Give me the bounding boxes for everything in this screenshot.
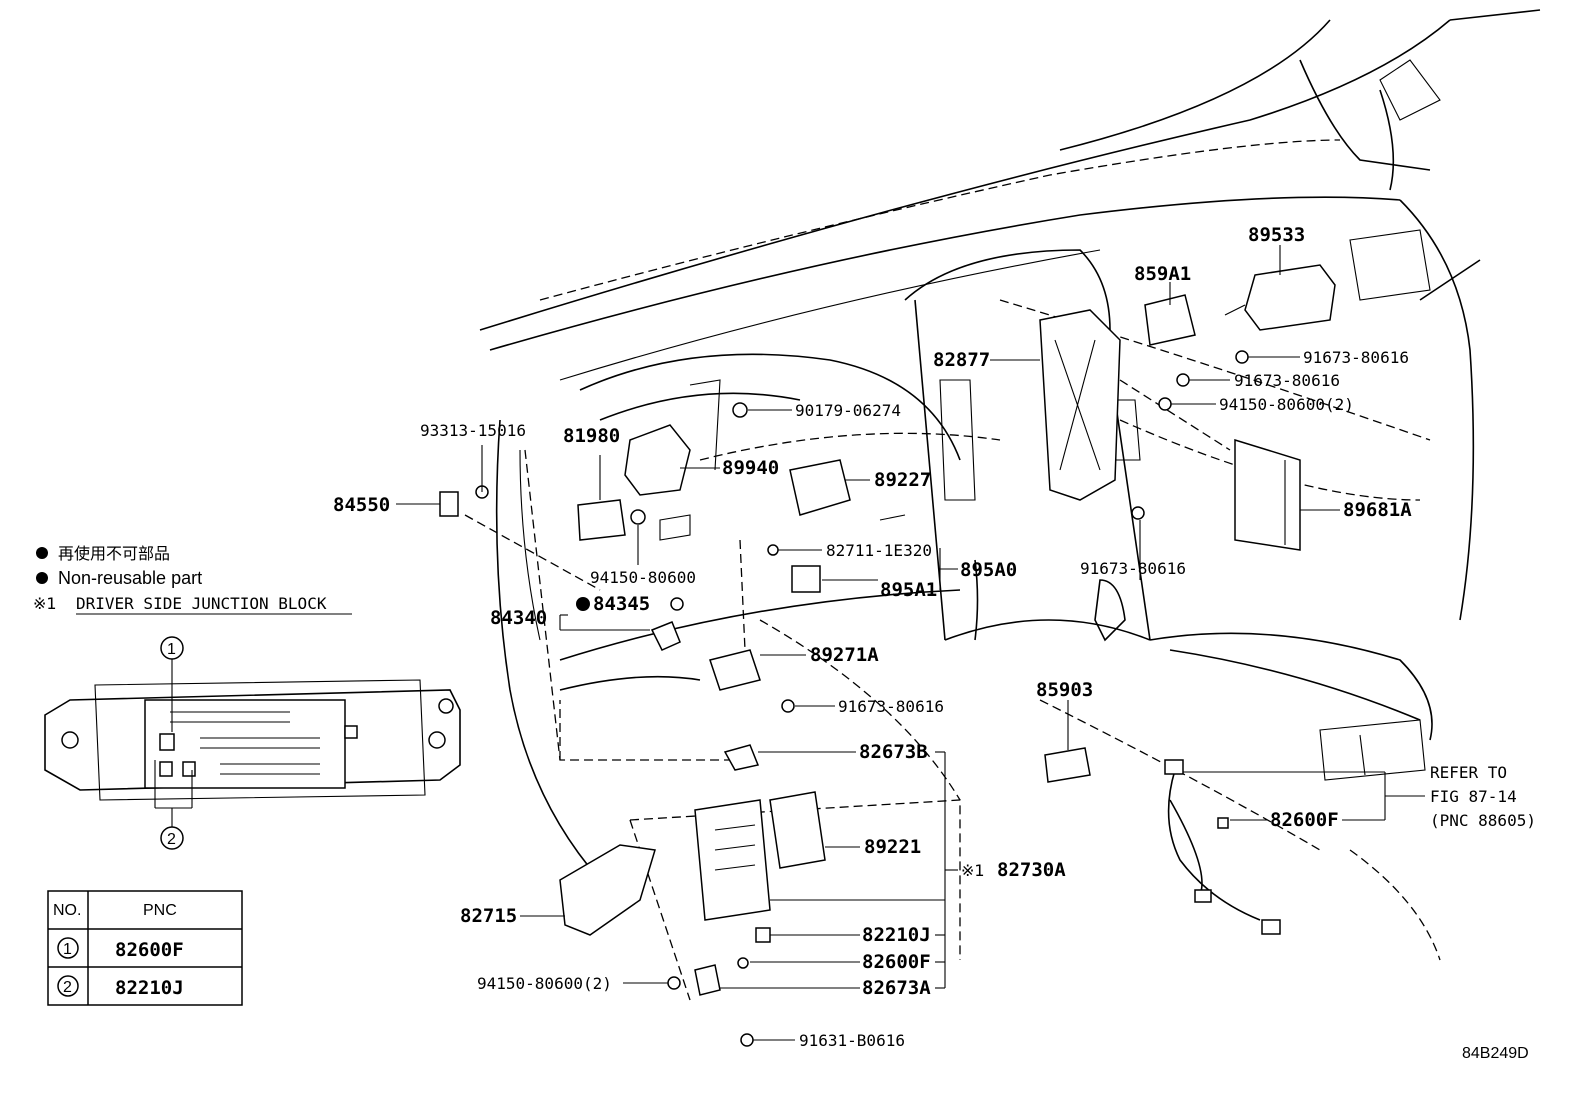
label-82877: 82877 <box>933 349 990 371</box>
table-header-pnc: PNC <box>143 902 177 919</box>
part-81980 <box>577 499 626 541</box>
label-89533: 89533 <box>1248 224 1305 246</box>
part-82210J <box>755 927 771 943</box>
part-82877 <box>1039 309 1121 501</box>
table-row-2-pnc: 82210J <box>115 977 184 999</box>
label-94150-80600-2-c: 94150-80600(2) <box>1219 395 1354 414</box>
label-82673B: 82673B <box>859 741 928 763</box>
label-84550: 84550 <box>333 494 390 516</box>
part-89681A <box>1234 438 1301 551</box>
legend: 再使用不可部品 Non-reusable part ※1 DRIVER SIDE… <box>33 544 352 615</box>
label-82715: 82715 <box>460 905 517 927</box>
label-82210J: 82210J <box>862 924 931 946</box>
label-859A1: 859A1 <box>1134 263 1191 285</box>
non-reusable-dot-icon <box>36 547 48 559</box>
refer-line-2: FIG 87-14 <box>1430 787 1517 806</box>
label-895A1: 895A1 <box>880 579 937 601</box>
callout-1-label: 1 <box>167 641 176 658</box>
pnc-table: NO. PNC 1 82600F 2 82210J <box>47 890 243 1006</box>
part-84340 <box>650 621 681 651</box>
label-89227: 89227 <box>874 469 931 491</box>
part-89533 <box>1224 264 1336 331</box>
label-895A0: 895A0 <box>960 559 1017 581</box>
part-harness-88605 <box>1164 759 1281 935</box>
refer-line-3: (PNC 88605) <box>1430 811 1536 830</box>
refer-line-1: REFER TO <box>1430 763 1507 782</box>
label-89681A: 89681A <box>1343 499 1412 521</box>
part-82673A <box>694 964 721 996</box>
callout-2-label: 2 <box>167 831 176 848</box>
part-84550 <box>439 491 459 517</box>
label-90179-06274: 90179-06274 <box>795 401 901 420</box>
part-859A1 <box>1144 294 1196 346</box>
table-header-no: NO. <box>53 902 81 919</box>
non-reusable-dot-icon <box>576 597 590 611</box>
part-labels: 93313-15016 84550 81980 90179-06274 8994… <box>333 224 1536 1062</box>
part-82715 <box>559 844 656 936</box>
part-89940 <box>624 379 721 496</box>
label-91673-80616-b: 91673-80616 <box>1303 348 1409 367</box>
junction-block-inset: 1 2 <box>44 636 461 850</box>
label-89271A: 89271A <box>810 644 879 666</box>
label-82711-1E320: 82711-1E320 <box>826 541 932 560</box>
label-81980: 81980 <box>563 425 620 447</box>
leader-lines <box>396 245 1425 1041</box>
table-row-1-circle <box>57 937 79 959</box>
label-89221: 89221 <box>864 836 921 858</box>
label-82730A: 82730A <box>997 859 1066 881</box>
label-84345: 84345 <box>593 593 650 615</box>
label-82600F-b: 82600F <box>862 951 931 973</box>
part-89227 <box>789 459 851 516</box>
part-82673B <box>723 744 760 771</box>
label-82673A: 82673A <box>862 977 931 999</box>
legend-note-text: DRIVER SIDE JUNCTION BLOCK <box>76 594 327 613</box>
table-row-2-no: 2 <box>63 979 72 996</box>
part-89221 <box>769 791 826 869</box>
label-91673-80616-d: 91673-80616 <box>1080 559 1186 578</box>
legend-jp-text: 再使用不可部品 <box>58 544 170 563</box>
non-reusable-dot-icon <box>36 572 48 584</box>
label-82730A-mark: ※1 <box>961 861 985 880</box>
hidden-lines <box>464 139 1441 1001</box>
label-82600F: 82600F <box>1270 809 1339 831</box>
part-82730A <box>694 799 771 921</box>
table-row-1-pnc: 82600F <box>115 939 184 961</box>
label-91631-B0616: 91631-B0616 <box>799 1031 905 1050</box>
part-85903 <box>1044 747 1091 783</box>
table-row-1-no: 1 <box>63 941 72 958</box>
fuse-rows <box>159 711 358 777</box>
dashboard-outline <box>479 9 1541 881</box>
label-91673-80616-a: 91673-80616 <box>838 697 944 716</box>
legend-en-text: Non-reusable part <box>58 568 202 588</box>
label-89940: 89940 <box>722 457 779 479</box>
label-84340: 84340 <box>490 607 547 629</box>
label-85903: 85903 <box>1036 679 1093 701</box>
part-895A1 <box>791 565 821 593</box>
table-row-2-circle <box>57 975 79 997</box>
part-89271A <box>709 649 761 691</box>
diagram-id: 84B249D <box>1462 1045 1529 1062</box>
legend-note-mark: ※1 <box>33 594 57 613</box>
label-94150-80600-2-b: 94150-80600(2) <box>477 974 612 993</box>
label-94150-80600: 94150-80600 <box>590 568 696 587</box>
label-93313-15016: 93313-15016 <box>420 421 526 440</box>
label-91673-80616-c: 91673-80616 <box>1234 371 1340 390</box>
